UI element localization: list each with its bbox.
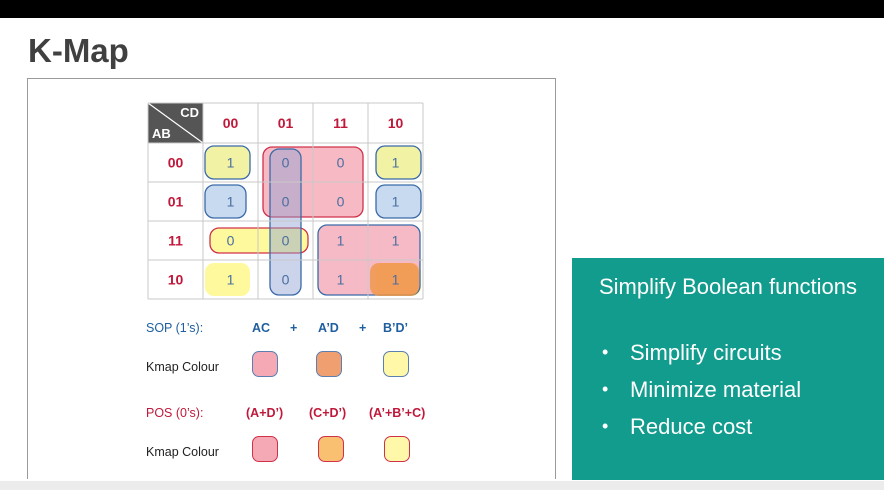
group-yellow-row — [209, 227, 309, 254]
bottom-strip — [0, 481, 884, 490]
sop-term-bd: B’D’ — [383, 321, 408, 335]
pos-swatch-pink — [252, 436, 278, 462]
kmap-cell-value: 0 — [282, 272, 290, 288]
kmap-corner-bottom-label: AB — [152, 126, 171, 141]
sop-plus-2: + — [359, 321, 367, 335]
kmap-cell-value: 0 — [227, 233, 235, 249]
pos-term-2: (C+D’) — [309, 406, 347, 420]
bullet-item: • Reduce cost — [602, 412, 801, 441]
kmap-col-header: 11 — [333, 115, 348, 131]
kmap-col-header: 10 — [388, 115, 404, 131]
kmap-row-header: 00 — [168, 155, 184, 171]
kmap-row-header: 10 — [168, 272, 184, 288]
kmap-cell-value: 1 — [392, 233, 400, 249]
kmap-cell-value: 0 — [282, 155, 290, 171]
sop-label: SOP (1’s): — [146, 321, 204, 335]
bullet-dot-icon: • — [602, 379, 609, 399]
kmap-colour-label-sop: Kmap Colour — [146, 360, 219, 374]
sop-swatch-pink — [252, 351, 278, 377]
kmap-cell-value: 1 — [227, 194, 235, 210]
kmap-cell-value: 1 — [337, 272, 345, 288]
panel-heading: Simplify Boolean functions — [599, 274, 858, 299]
bullet-text: Simplify circuits — [630, 340, 782, 365]
top-black-bar — [0, 0, 884, 18]
pos-swatch-yellow — [384, 436, 410, 462]
group-blue-right — [375, 184, 422, 219]
slide-title: K-Map — [28, 32, 129, 69]
bullet-dot-icon: • — [602, 342, 609, 362]
kmap-corner-diagonal — [147, 102, 204, 144]
kmap-cell-value: 1 — [392, 155, 400, 171]
kmap-cell-value: 1 — [337, 233, 345, 249]
kmap-cell-value: 0 — [337, 155, 345, 171]
pos-term-1: (A+D’) — [246, 406, 284, 420]
kmap-row-header: 11 — [168, 233, 183, 249]
kmap-cell-value: 0 — [337, 194, 345, 210]
group-blue-vertical — [269, 148, 302, 296]
kmap-cell-value: 1 — [227, 272, 235, 288]
pos-term-3: (A’+B’+C) — [369, 406, 426, 420]
bullet-text: Reduce cost — [630, 414, 753, 439]
group-blue-left — [204, 184, 247, 219]
panel-bullet-list: • Simplify circuits • Minimize material • R… — [602, 338, 802, 449]
pos-swatch-orange — [318, 436, 344, 462]
sop-swatch-yellow — [383, 351, 409, 377]
sop-term-ac: AC — [252, 321, 271, 335]
group-corner-bl — [205, 263, 250, 296]
summary-panel: Simplify Boolean functions • Simplify cir… — [572, 258, 884, 480]
sop-plus-1: + — [290, 321, 298, 335]
bullet-text: Minimize material — [630, 377, 802, 402]
bullet-item: • Simplify circuits — [602, 338, 801, 367]
kmap-cell-value: 0 — [282, 233, 290, 249]
bullet-dot-icon: • — [602, 416, 609, 436]
pos-label: POS (0’s): — [146, 406, 204, 420]
bullet-item: • Minimize material — [602, 375, 802, 404]
group-orange-cell — [370, 263, 419, 296]
kmap-cell-value: 0 — [282, 194, 290, 210]
kmap-cell-value: 1 — [392, 194, 400, 210]
kmap-cell-value: 1 — [392, 272, 400, 288]
group-corner-tr — [375, 145, 422, 180]
kmap-row-header: 01 — [168, 194, 184, 210]
kmap-cell-value: 1 — [227, 155, 235, 171]
kmap-corner-top-label: CD — [180, 105, 199, 120]
kmap-col-header: 00 — [223, 115, 239, 131]
sop-term-ad: A’D — [318, 321, 339, 335]
kmap-colour-label-pos: Kmap Colour — [146, 445, 219, 459]
kmap-col-header: 01 — [278, 115, 294, 131]
sop-swatch-orange — [316, 351, 342, 377]
group-corner-tl — [204, 145, 251, 180]
